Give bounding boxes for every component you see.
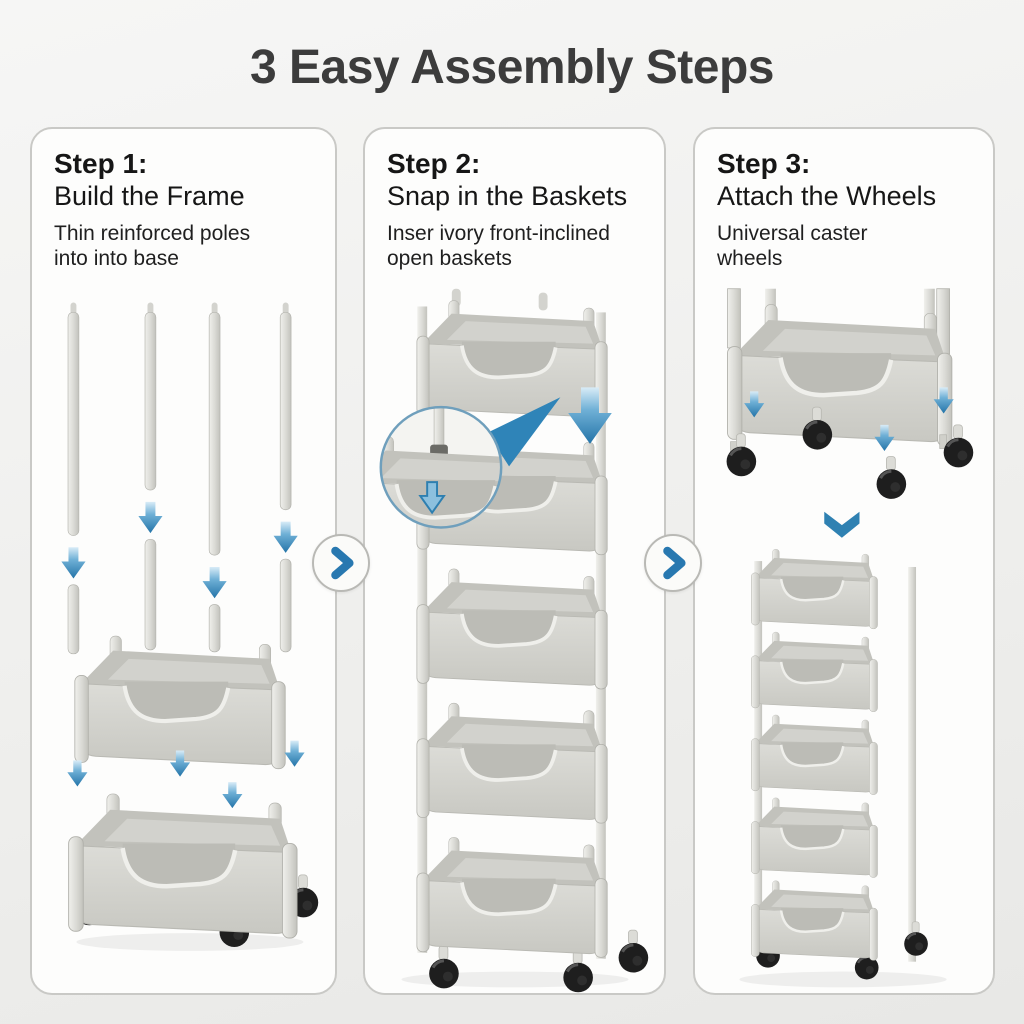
step2-heading: Snap in the Baskets: [387, 181, 628, 212]
pole: [923, 288, 935, 325]
basket-illustration: [728, 305, 952, 446]
caster-wheel: [617, 928, 650, 975]
step1-label: Step 1:: [54, 148, 148, 179]
basket-illustration: [415, 835, 610, 960]
basket-illustration: [69, 794, 297, 938]
magnifier-callout: [379, 397, 561, 529]
step1-heading: Build the Frame: [54, 181, 245, 212]
basket-illustration: [750, 547, 879, 631]
step3-card: Step 3: Attach the Wheels Universal cast…: [693, 127, 995, 995]
caster-wheel: [875, 454, 908, 501]
basket-illustration: [75, 636, 285, 769]
chevron-down-icon: [824, 511, 860, 538]
pole: [273, 302, 298, 653]
basket-illustration: [750, 713, 879, 796]
step2-description: Inser ivory front-inclined open baskets: [387, 221, 610, 271]
down-arrow-icon: [138, 501, 163, 534]
caster-wheel: [725, 432, 758, 478]
step1-illustration: [61, 302, 320, 951]
basket-illustration: [415, 701, 610, 826]
down-arrow-icon: [273, 521, 298, 553]
pole: [727, 288, 741, 349]
basket-illustration: [750, 879, 879, 962]
step3-header: Step 3: Attach the Wheels Universal cast…: [695, 129, 993, 272]
down-arrow-icon: [418, 481, 446, 515]
pole: [908, 566, 917, 962]
pointer-triangle: [487, 397, 561, 467]
step2-illustration: [379, 288, 650, 994]
pole: [202, 302, 227, 653]
caster-wheel: [427, 944, 461, 990]
next-step-chevron: [312, 534, 370, 592]
down-arrow-icon: [284, 740, 305, 767]
step2-label: Step 2:: [387, 148, 481, 179]
pole: [138, 302, 163, 651]
pole: [765, 288, 776, 319]
step2-header: Step 2: Snap in the Baskets Inser ivory …: [365, 129, 664, 272]
step3-description: Universal caster wheels: [717, 221, 868, 271]
step3-illustration: [725, 288, 975, 988]
step1-card: Step 1: Build the Frame Thin reinforced …: [30, 127, 337, 995]
basket-illustration: [415, 567, 610, 691]
down-arrow-icon: [67, 760, 88, 787]
page-title: 3 Easy Assembly Steps: [249, 41, 775, 94]
down-arrow-icon: [61, 547, 86, 579]
next-step-chevron: [644, 534, 702, 592]
chevron-right-icon: [663, 546, 686, 580]
down-arrow-icon: [202, 566, 227, 599]
step1-description: Thin reinforced poles into into base: [54, 221, 251, 271]
pole: [61, 302, 86, 655]
down-arrow-icon: [222, 782, 243, 809]
caster-wheel: [903, 920, 930, 957]
step3-label: Step 3:: [717, 148, 811, 179]
basket-illustration: [415, 298, 610, 423]
basket-illustration: [750, 796, 879, 879]
caster-wheel: [561, 948, 595, 994]
step2-card: Step 2: Snap in the Baskets Inser ivory …: [363, 127, 666, 995]
step3-heading: Attach the Wheels: [717, 181, 937, 212]
chevron-right-icon: [331, 546, 354, 580]
step1-header: Step 1: Build the Frame Thin reinforced …: [32, 129, 335, 272]
basket-illustration: [750, 630, 879, 713]
